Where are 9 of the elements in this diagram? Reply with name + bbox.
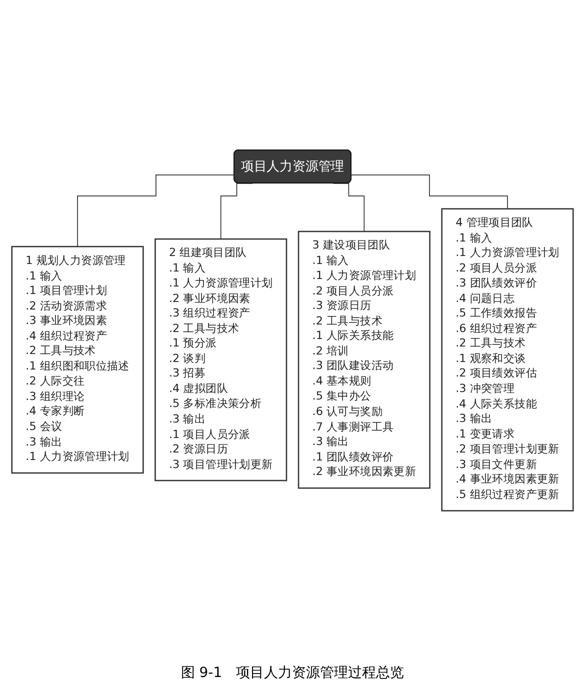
node-box: 2 组建项目团队 .1 输入 .1 人力资源管理计划 .2 事业环境因素 .3 组织过程资产 .2 工具与技术 .1 预分派 .2 谈判 .3 招募 .4 虚拟团队 .5 多标准决策分析 .3 输出 .1 项目人员分派 .2 资源日历 .3 项目管理计划更新	[154, 238, 288, 481]
connector	[77, 174, 235, 247]
figure-caption: 图 9-1 项目人力资源管理过程总览	[180, 664, 406, 682]
connector	[351, 174, 508, 209]
connector	[332, 182, 365, 232]
node-box: 1 规划人力资源管理 .1 输入 .1 项目管理计划 .2 活动资源需求 .3 事业环境因素 .4 组织过程资产 .2 工具与技术 .1 组织图和职位描述 .2 人际交往 .3 组织理论 .4 专家判断 .5 会议 .3 输出 .1 人力资源管理计划	[11, 246, 144, 474]
node-box: 3 建设项目团队 .1 输入 .1 人力资源管理计划 .2 项目人员分派 .3 资源日历 .2 工具与技术 .1 人际关系技能 .2 培训 .3 团队建设活动 .4 基本规则 .5 集中办公 .6 认可与奖励 .7 人事测评工具 .3 输出 .1 团队绩效评价 .2 事业环境因素更新	[298, 230, 430, 488]
node-box: 4 管理项目团队 .1 输入 .1 人力资源管理计划 .2 项目人员分派 .3 团队绩效评价 .4 问题日志 .5 工作绩效报告 .6 组织过程资产 .2 工具与技术 .1 观察和交谈 .2 项目绩效评估 .3 冲突管理 .4 人际关系技能 .3 输出 .1 变更请求 .2 项目管理计划更新 .3 项目文件更新 .4 事业环境因素更新 .5 组织过程资产更新	[441, 208, 574, 512]
connector	[220, 182, 254, 240]
